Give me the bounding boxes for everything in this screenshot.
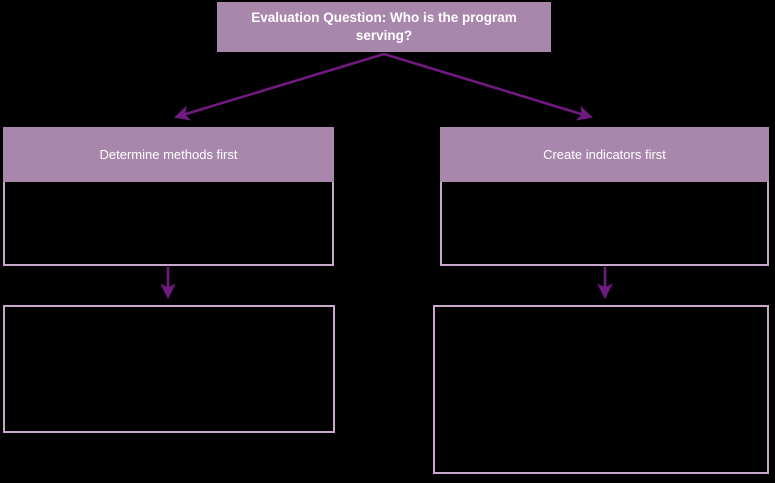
left-detail-box bbox=[3, 305, 335, 433]
left-branch-body-box bbox=[3, 182, 334, 266]
arrow-title-to-left-branch bbox=[174, 52, 385, 121]
title-box: Evaluation Question: Who is the program … bbox=[217, 2, 551, 52]
right-detail-box bbox=[433, 305, 769, 474]
branch-header-label: Create indicators first bbox=[543, 147, 666, 162]
right-branch-body-box bbox=[440, 182, 769, 266]
branch-header-create-indicators: Create indicators first bbox=[440, 127, 769, 182]
branch-header-label: Determine methods first bbox=[99, 147, 238, 162]
arrow-title-to-right-branch bbox=[383, 52, 593, 121]
title-text: Evaluation Question: Who is the program … bbox=[251, 10, 517, 43]
branch-header-determine-methods: Determine methods first bbox=[3, 127, 334, 182]
